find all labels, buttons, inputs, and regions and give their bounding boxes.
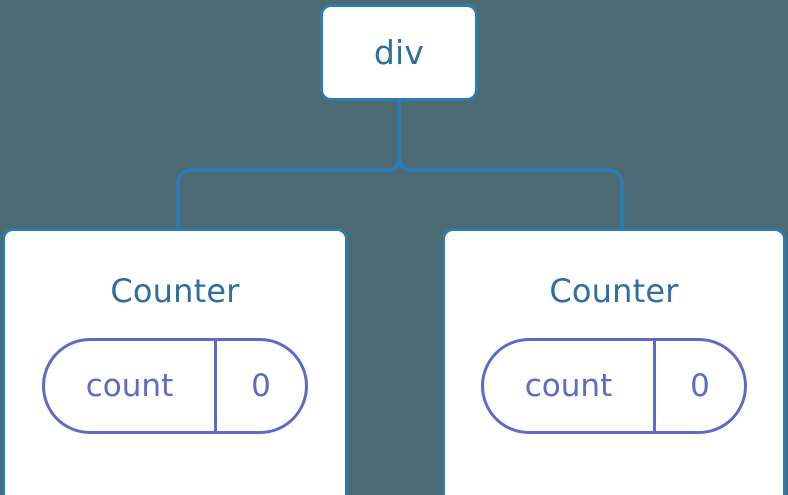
connector-path-left bbox=[176, 98, 401, 232]
component-name-label: Counter bbox=[549, 272, 679, 310]
component-name-label: Counter bbox=[110, 272, 240, 310]
node-div[interactable]: div bbox=[320, 4, 478, 101]
connector-path-right bbox=[397, 98, 624, 232]
state-value-label: 0 bbox=[251, 367, 271, 404]
node-counter-2[interactable]: Counter count 0 bbox=[442, 228, 786, 495]
state-key-label: count bbox=[484, 341, 656, 431]
state-pill[interactable]: count 0 bbox=[481, 338, 747, 434]
node-counter-1[interactable]: Counter count 0 bbox=[2, 228, 348, 495]
state-value-label: 0 bbox=[690, 367, 710, 404]
state-key-label: count bbox=[45, 341, 217, 431]
node-div-label: div bbox=[373, 33, 425, 72]
state-pill[interactable]: count 0 bbox=[42, 338, 308, 434]
